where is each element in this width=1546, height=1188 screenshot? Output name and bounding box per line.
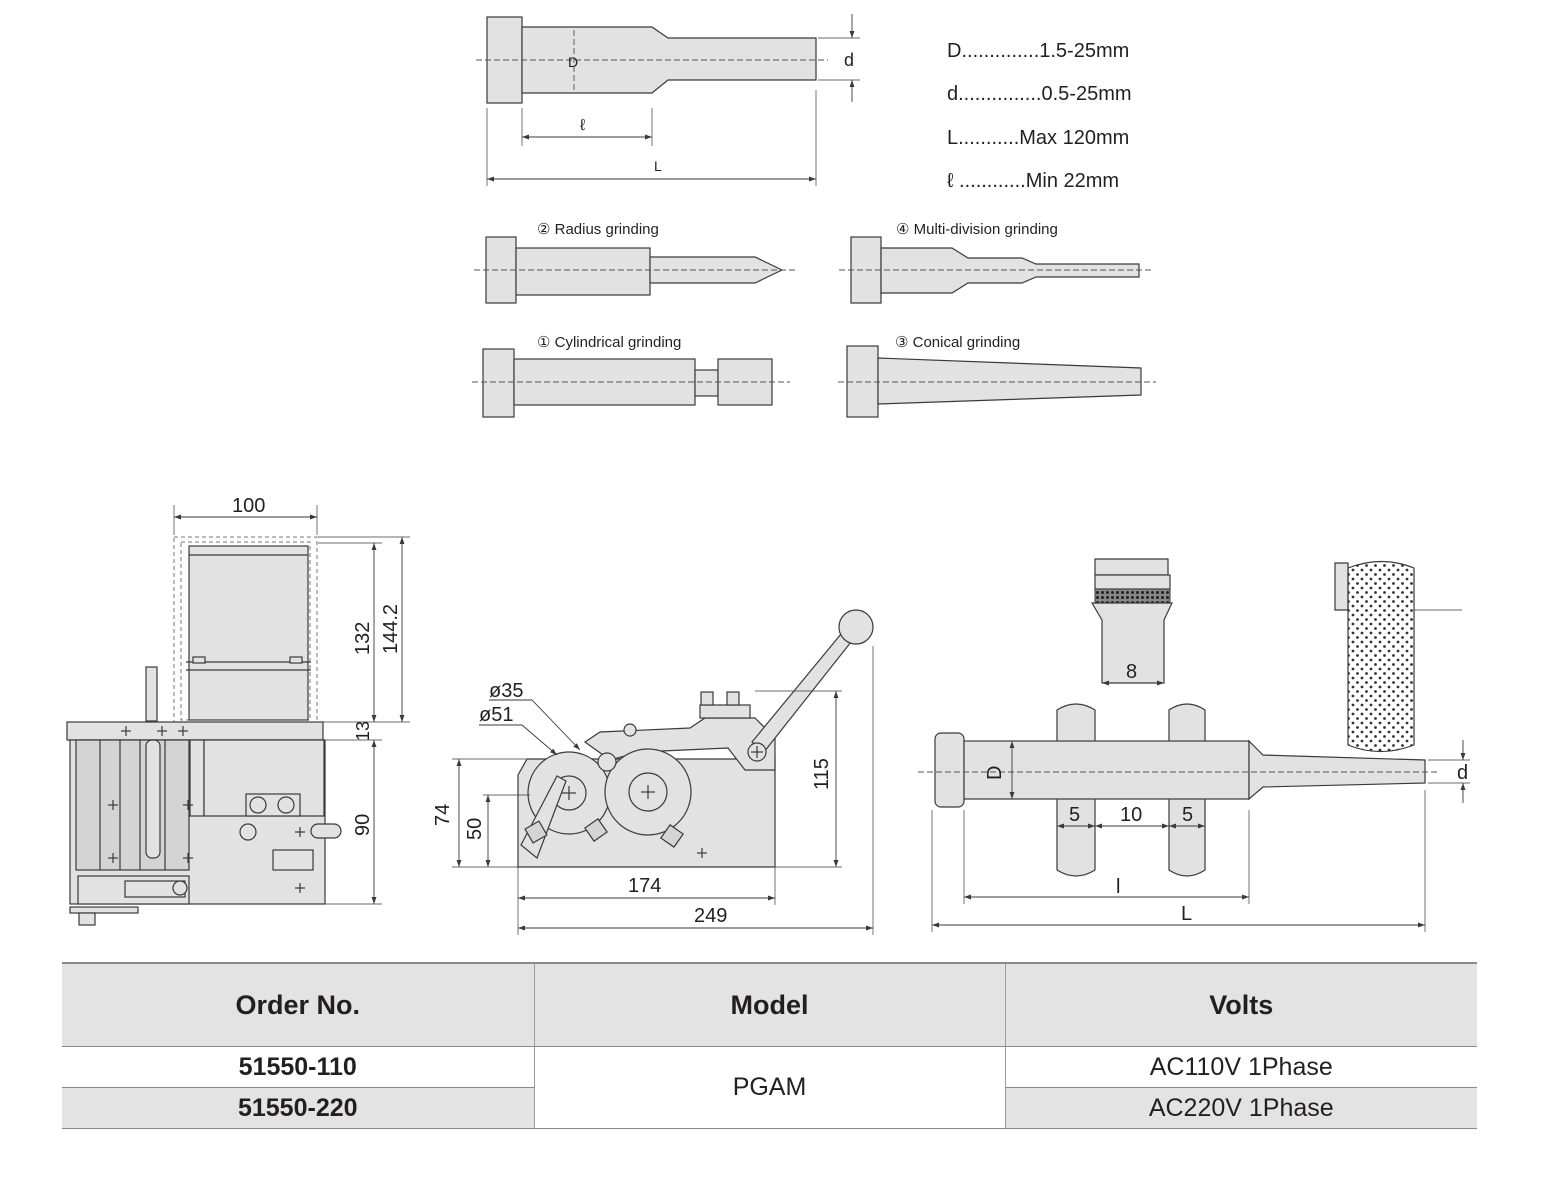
header-model: Model — [533, 962, 1005, 1047]
detail-label-L: L — [1181, 903, 1192, 925]
dim-dia-35: ø35 — [489, 680, 523, 702]
radius-grinding: ② Radius grinding — [474, 221, 796, 304]
spec-list: D..............1.5-25mm d...............… — [947, 40, 1132, 192]
dim-144-2: 144.2 — [380, 604, 402, 654]
spec-L: L...........Max 120mm — [947, 127, 1129, 149]
dim-50: 50 — [464, 818, 486, 840]
punch-label-l: ℓ — [580, 117, 585, 134]
detail-label-d: d — [1457, 762, 1468, 784]
multi-division-grinding: ④ Multi-division grinding — [839, 221, 1152, 304]
conical-grinding-title: ③ Conical grinding — [895, 334, 1020, 351]
dim-10: 10 — [1120, 804, 1142, 826]
conical-grinding: ③ Conical grinding — [838, 334, 1156, 418]
technical-drawing: D d ℓ L D..............1.5-25mm d.......… — [66, 14, 1470, 935]
dim-174: 174 — [628, 875, 661, 897]
order-number: 51550-220 — [62, 1087, 534, 1129]
punch-label-d: d — [844, 50, 854, 70]
table-row: 51550-220 AC220V 1Phase — [62, 1087, 1477, 1129]
dim-115: 115 — [811, 758, 833, 790]
order-table: Order No. Model Volts 51550-110 PGAM AC1… — [62, 962, 1477, 1129]
dim-13: 13 — [353, 721, 373, 741]
model-name: PGAM — [533, 1046, 1006, 1129]
header-order-no: Order No. — [62, 962, 534, 1047]
volts: AC110V 1Phase — [1004, 1046, 1477, 1088]
order-number: 51550-110 — [62, 1046, 534, 1088]
spec-D: D..............1.5-25mm — [947, 40, 1129, 62]
volts: AC220V 1Phase — [1004, 1087, 1477, 1129]
dim-90: 90 — [352, 814, 374, 836]
multi-division-grinding-title: ④ Multi-division grinding — [896, 221, 1058, 238]
spec-d: d...............0.5-25mm — [947, 83, 1132, 105]
dim-dia-51: ø51 — [479, 704, 513, 726]
cylindrical-grinding: ① Cylindrical grinding — [472, 334, 790, 418]
front-view: 74 50 115 174 249 ø35 ø51 — [432, 609, 874, 935]
detail-label-D: D — [984, 766, 1006, 780]
dim-249: 249 — [694, 905, 727, 927]
dim-74: 74 — [432, 804, 454, 826]
dim-5b: 5 — [1182, 804, 1193, 826]
grinding-detail: D d 8 5 10 5 l L — [918, 558, 1470, 932]
dim-100: 100 — [232, 495, 265, 517]
header-volts: Volts — [1004, 962, 1477, 1047]
dim-8: 8 — [1126, 661, 1137, 683]
dim-132: 132 — [352, 622, 374, 655]
dim-5a: 5 — [1069, 804, 1080, 826]
punch-label-D: D — [568, 54, 578, 70]
radius-grinding-title: ② Radius grinding — [537, 221, 659, 238]
side-view: 100 132 144.2 13 90 — [66, 495, 410, 926]
table-header-row: Order No. Model Volts — [62, 962, 1477, 1047]
table-row: 51550-110 PGAM AC110V 1Phase — [62, 1046, 1477, 1129]
cylindrical-grinding-title: ① Cylindrical grinding — [537, 334, 681, 351]
detail-label-l: l — [1116, 876, 1120, 898]
spec-l: ℓ ............Min 22mm — [947, 170, 1119, 192]
punch-label-L: L — [654, 158, 662, 174]
punch-diagram: D d ℓ L — [476, 14, 860, 186]
